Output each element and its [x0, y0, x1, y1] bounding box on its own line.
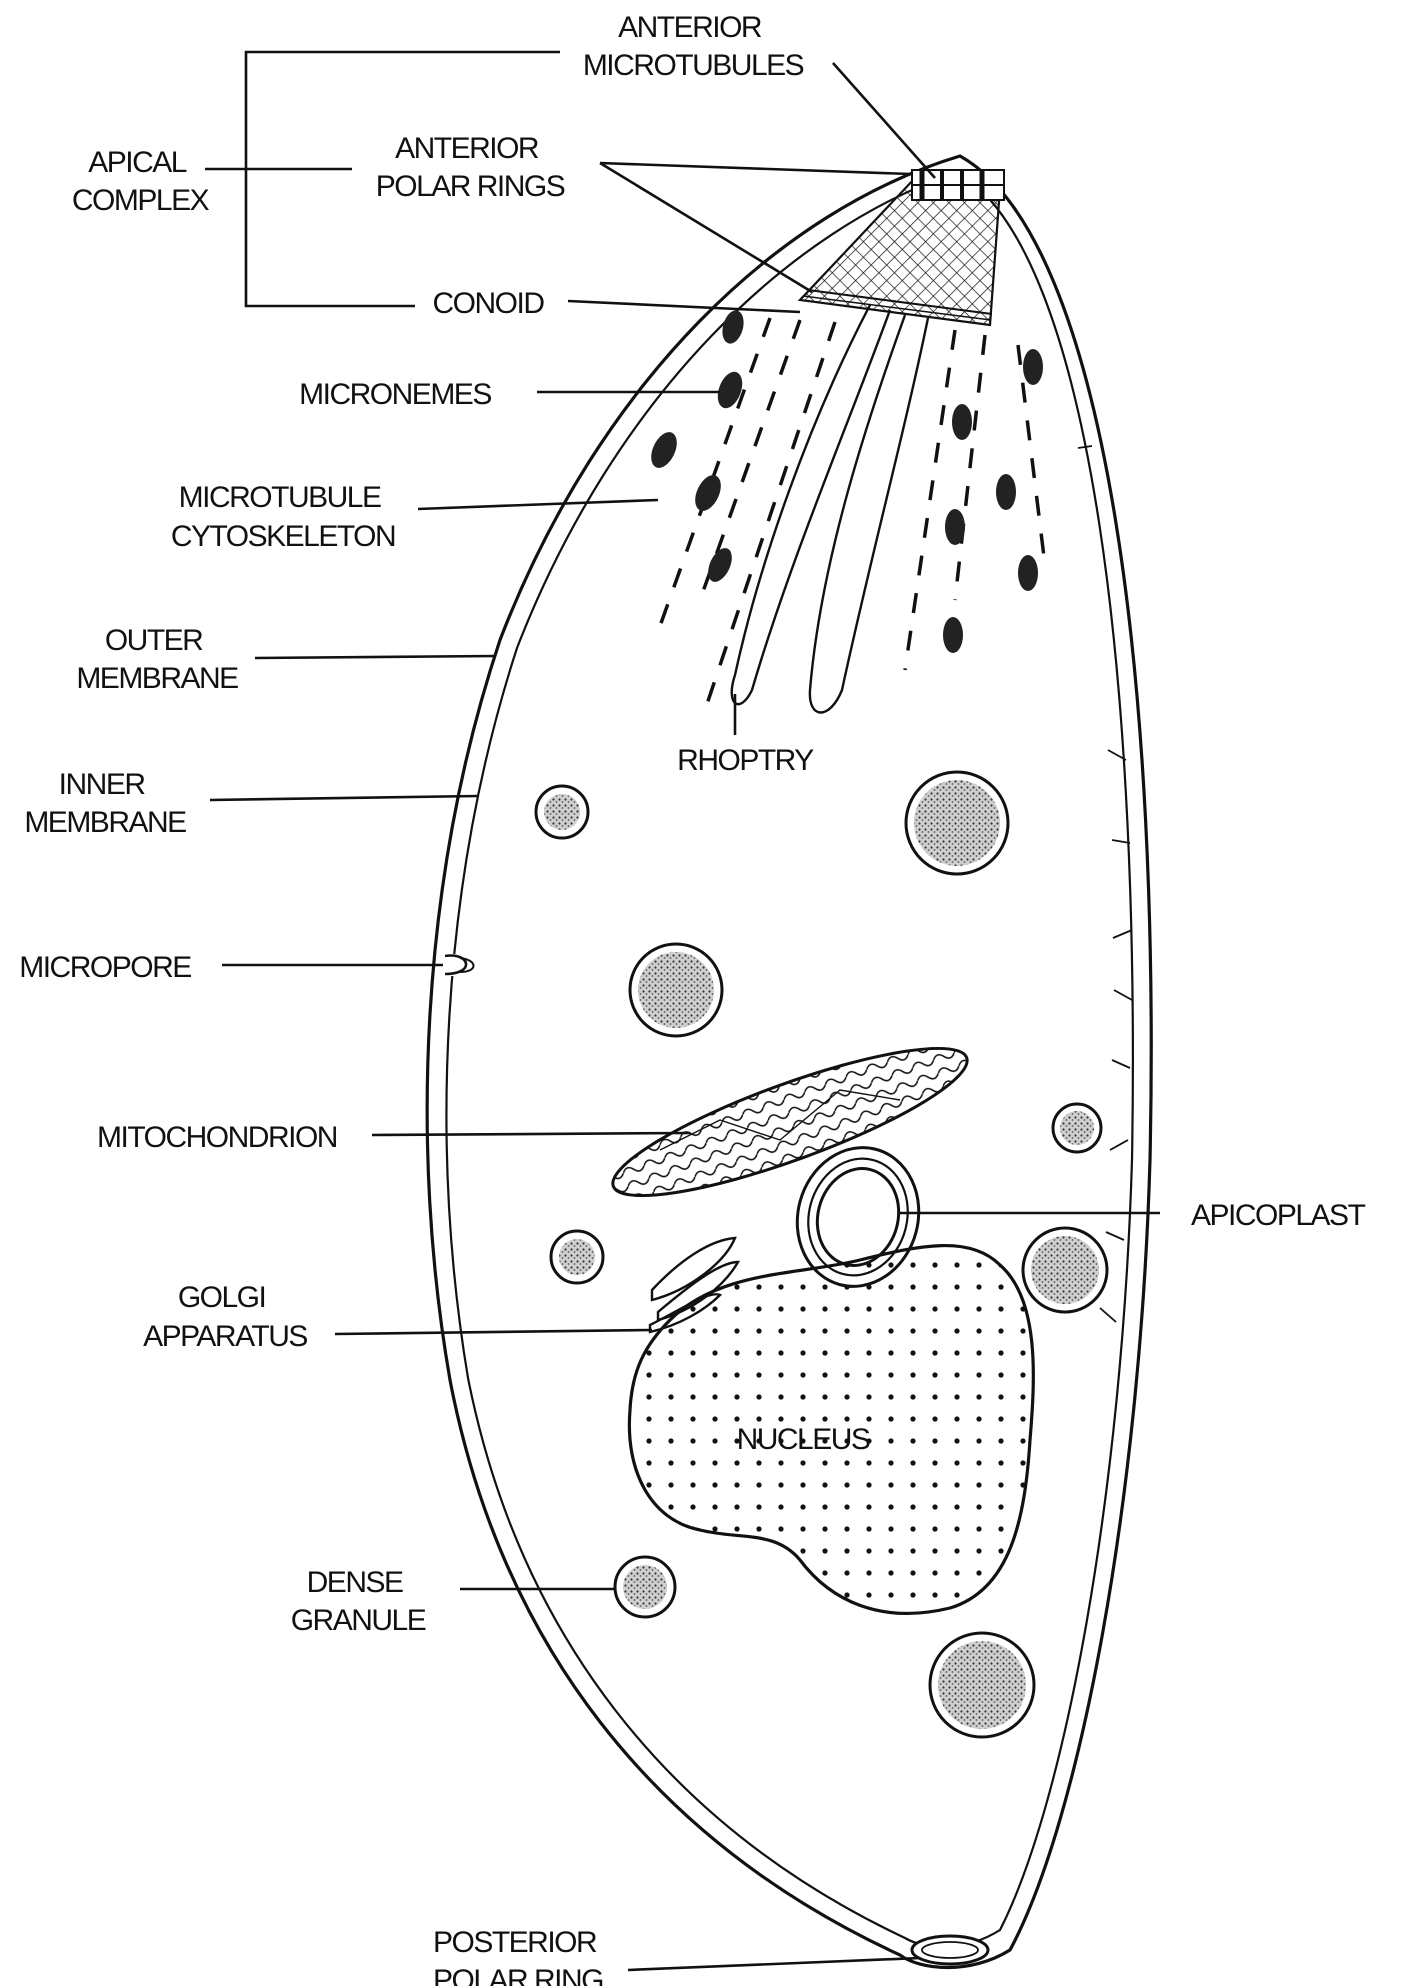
micropore [440, 954, 480, 976]
label-anterior-microtubules: ANTERIOR MICROTUBULES [583, 11, 804, 82]
label-posterior-polar-ring: POSTERIOR POLAR RING [433, 1926, 603, 1986]
label-golgi-apparatus: GOLGI APPARATUS [143, 1281, 307, 1353]
label-rhoptry: RHOPTRY [677, 744, 814, 777]
label-dense-granule: DENSE GRANULE [291, 1566, 426, 1637]
posterior-polar-ring [912, 1936, 988, 1964]
rhoptry [810, 315, 928, 713]
dense-granule [615, 1557, 675, 1617]
label-micropore: MICROPORE [19, 951, 191, 984]
micronemes [646, 308, 1043, 653]
dense-granule [930, 1633, 1034, 1737]
dense-granule [1023, 1228, 1107, 1312]
outer-membrane [427, 156, 1151, 1968]
dense-granule [630, 944, 722, 1036]
label-micronemes: MICRONEMES [299, 378, 491, 411]
label-outer-membrane: OUTER MEMBRANE [76, 624, 238, 695]
dense-granule [551, 1231, 603, 1283]
label-inner-membrane: INNER MEMBRANE [24, 768, 186, 839]
dense-granule [906, 772, 1008, 874]
cell-membranes [427, 156, 1151, 1968]
label-microtubule-cytoskeleton: MICROTUBULE CYTOSKELETON [171, 481, 395, 553]
label-mitochondrion: MITOCHONDRION [97, 1121, 337, 1154]
dense-granule [536, 786, 588, 838]
label-anterior-polar-rings: ANTERIOR POLAR RINGS [376, 132, 565, 203]
label-nucleus: NUCLEUS [737, 1423, 870, 1456]
label-apicoplast: APICOPLAST [1191, 1199, 1366, 1232]
rhoptry [732, 305, 890, 704]
dense-granule [1053, 1104, 1101, 1152]
rhoptries [732, 305, 928, 713]
mitochondrion [600, 1022, 979, 1222]
label-conoid: CONOID [433, 287, 545, 320]
label-apical-complex: APICAL COMPLEX [72, 146, 210, 217]
anterior-polar-rings [912, 170, 1004, 200]
